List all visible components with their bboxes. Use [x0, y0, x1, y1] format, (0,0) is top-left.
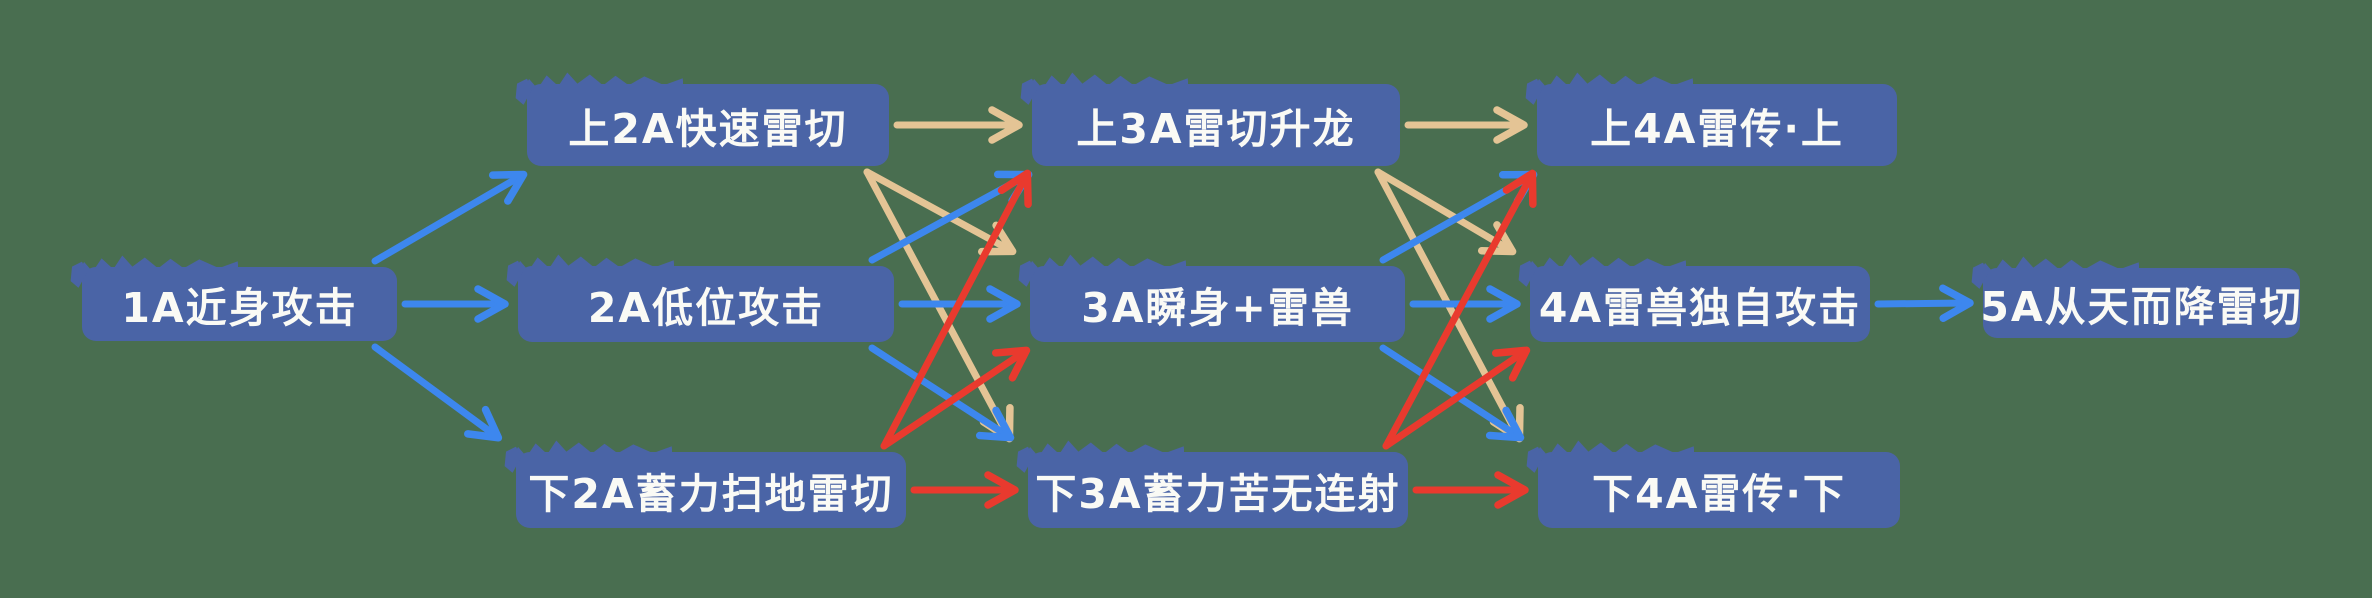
node-down-2a-charged-sweep: 下2A蓄力扫地雷切	[516, 452, 906, 528]
node-down-3a-charged-kunai: 下3A蓄力苦无连射	[1028, 452, 1408, 528]
edge-2a-mid-to-3a-up	[868, 170, 1033, 264]
edge-3a-down-to-4a-mid	[1382, 346, 1531, 450]
node-5a-sky-chidori: 5A从天而降雷切	[1980, 268, 2301, 338]
edge-1a-to-2a-down	[371, 343, 503, 442]
node-1a-melee-attack: 1A近身攻击	[82, 267, 397, 341]
node-down-4a-raiden-down: 下4A雷传·下	[1538, 452, 1900, 528]
edge-3a-mid-to-4a-up	[1379, 170, 1538, 264]
edge-2a-mid-to-3a-down	[868, 344, 1015, 442]
edge-2a-down-to-3a-up	[880, 169, 1032, 450]
edge-3a-up-to-4a-mid	[1374, 168, 1517, 256]
edge-1a-to-2a-up	[371, 170, 528, 265]
edge-3a-mid-to-4a-down	[1379, 344, 1525, 442]
edge-2a-up-to-3a-mid	[863, 168, 1017, 256]
node-up-3a-chidori-uppercut: 上3A雷切升龙	[1032, 84, 1400, 166]
edge-3a-down-to-4a-up	[1382, 169, 1537, 450]
edge-2a-down-to-3a-mid	[880, 346, 1031, 450]
node-2a-low-attack: 2A低位攻击	[518, 266, 894, 342]
node-up-2a-quick-chidori: 上2A快速雷切	[527, 84, 889, 166]
edge-4a-mid-to-5a	[1874, 284, 1974, 323]
node-up-4a-raiden-up: 上4A雷传·上	[1537, 84, 1897, 166]
node-3a-flicker-beast: 3A瞬身+雷兽	[1030, 266, 1405, 342]
node-4a-beast-solo-attack: 4A雷兽独自攻击	[1530, 266, 1870, 342]
